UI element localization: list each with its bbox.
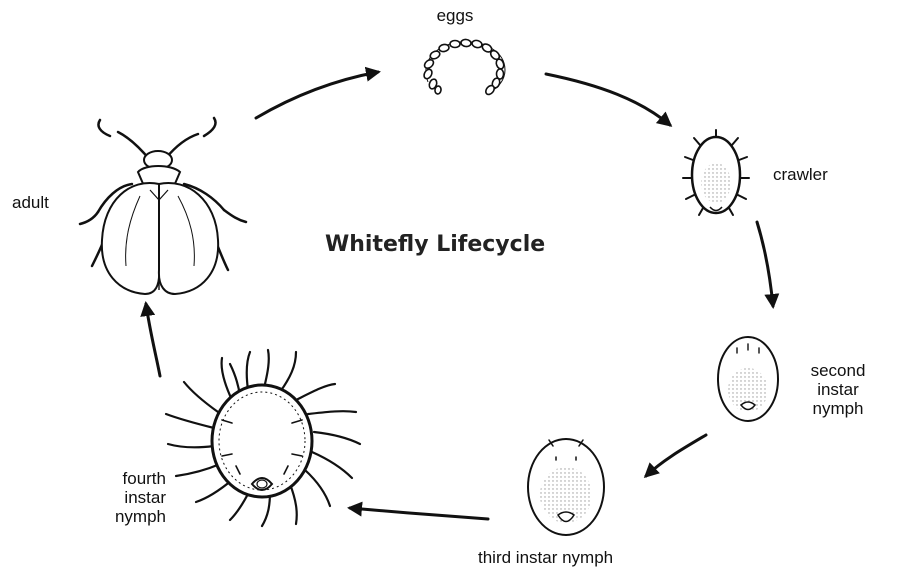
label-second-instar-nymph: second instar nymph <box>806 361 870 418</box>
label-eggs: eggs <box>430 6 480 25</box>
label-crawler: crawler <box>773 165 828 184</box>
fourth-instar-illustration <box>166 350 360 526</box>
label-fourth-line-2: instar <box>58 488 166 507</box>
arrow-crawler-to-second <box>757 222 773 306</box>
label-second-line-1: second <box>806 361 870 380</box>
label-second-line-3: nymph <box>806 399 870 418</box>
eggs-illustration <box>422 39 505 96</box>
label-adult: adult <box>12 193 49 212</box>
crawler-illustration <box>683 130 749 215</box>
label-fourth-line-1: fourth <box>58 469 166 488</box>
label-fourth-instar-nymph: fourth instar nymph <box>58 469 166 526</box>
second-instar-illustration <box>718 337 778 421</box>
adult-illustration <box>80 118 246 294</box>
label-second-line-2: instar <box>806 380 870 399</box>
diagram-title: Whitefly Lifecycle <box>325 232 545 257</box>
arrow-adult-to-eggs <box>256 72 378 118</box>
arrow-third-to-fourth <box>350 508 488 519</box>
label-third-instar-nymph: third instar nymph <box>478 548 613 567</box>
arrow-second-to-third <box>646 435 706 476</box>
arrow-eggs-to-crawler <box>546 74 670 125</box>
arrow-fourth-to-adult <box>146 304 160 376</box>
label-fourth-line-3: nymph <box>58 507 166 526</box>
third-instar-illustration <box>528 439 604 535</box>
